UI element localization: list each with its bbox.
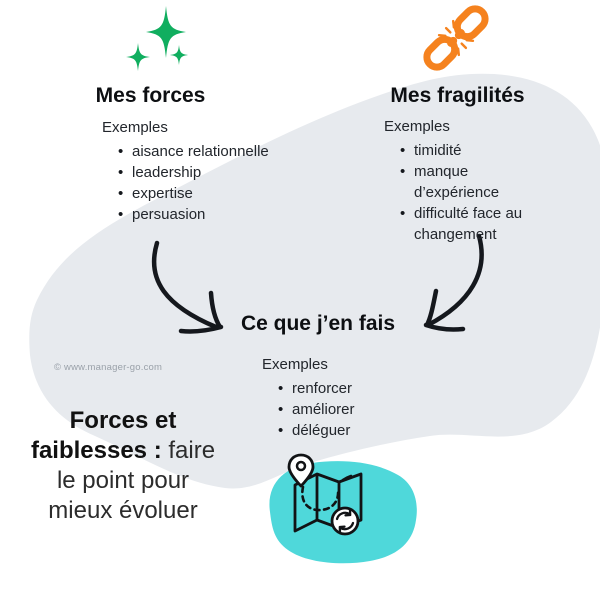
list-item: déléguer xyxy=(278,420,412,441)
location-pin-icon xyxy=(287,453,315,488)
caption-line-2: faiblesses : faire xyxy=(30,437,216,464)
curved-arrow-right-icon xyxy=(423,233,484,332)
caption-line-3: le point pour xyxy=(56,467,190,494)
refresh-icon xyxy=(330,506,360,536)
weaknesses-examples-label: Exemples xyxy=(384,118,450,135)
strengths-title: Mes forces xyxy=(95,84,206,107)
list-item: expertise xyxy=(118,183,287,204)
weaknesses-title: Mes fragilités xyxy=(390,84,525,107)
caption-line-4: mieux évoluer xyxy=(48,497,198,524)
list-item: manque d’expérience xyxy=(400,161,536,203)
list-item: renforcer xyxy=(278,378,412,399)
list-item: persuasion xyxy=(118,204,287,225)
weaknesses-list: timidité manque d’expérience difficulté … xyxy=(384,140,536,245)
outcome-examples-label: Exemples xyxy=(262,356,328,373)
list-item: difficulté face au changement xyxy=(400,203,536,245)
caption-line-1: Forces et xyxy=(69,407,177,434)
weaknesses-examples: Exemples timidité manque d’expérience di… xyxy=(384,118,536,245)
copyright-text: © www.manager-go.com xyxy=(54,362,163,373)
sparkles-icon xyxy=(126,6,188,71)
outcome-title: Ce que j’en fais xyxy=(240,312,396,335)
strengths-examples: Exemples aisance relationnelle leadershi… xyxy=(102,119,287,225)
curved-arrow-left-icon xyxy=(151,240,224,334)
strengths-examples-label: Exemples xyxy=(102,119,168,136)
broken-chain-icon xyxy=(423,5,489,71)
caption: Forces et faiblesses : faire le point po… xyxy=(18,406,228,526)
map-route-icon xyxy=(287,453,363,536)
outcome-examples: Exemples renforcer améliorer déléguer xyxy=(262,356,412,441)
list-item: aisance relationnelle xyxy=(118,141,287,162)
strengths-list: aisance relationnelle leadership experti… xyxy=(102,141,287,225)
list-item: timidité xyxy=(400,140,536,161)
outcome-list: renforcer améliorer déléguer xyxy=(262,378,412,441)
list-item: améliorer xyxy=(278,399,412,420)
list-item: leadership xyxy=(118,162,287,183)
